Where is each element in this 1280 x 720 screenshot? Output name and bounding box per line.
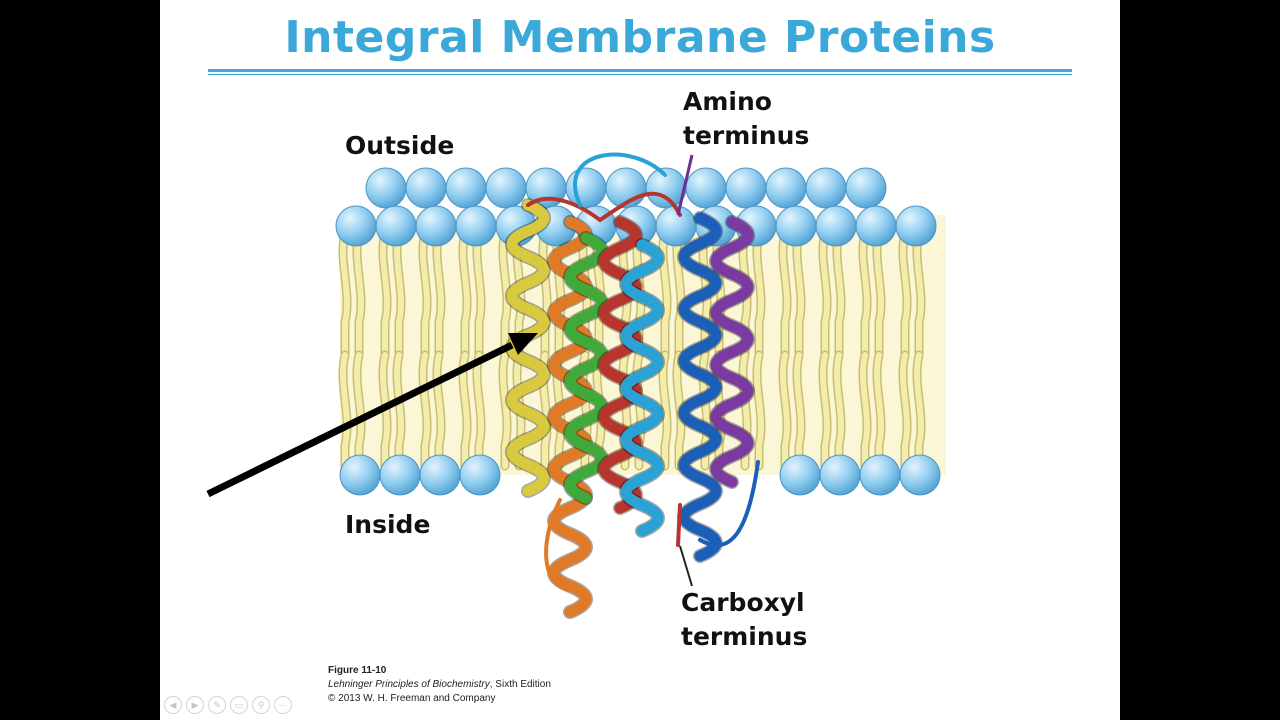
lipid-head	[365, 167, 407, 209]
lipid-tail-fill	[779, 352, 791, 469]
lipid-tail-fill	[393, 352, 405, 469]
lipid-tail-fill	[419, 229, 431, 358]
next-slide-icon[interactable]: ▶	[186, 696, 204, 714]
amino-terminus-pointer	[676, 154, 694, 216]
alpha-helix	[598, 216, 642, 514]
amino-line2: terminus	[683, 121, 810, 150]
lipid-tail-fill	[459, 229, 471, 358]
lipid-tail-fill	[339, 229, 351, 358]
carboxyl-line2: terminus	[681, 622, 808, 651]
more-options-icon[interactable]: ⋯	[274, 696, 292, 714]
previous-slide-icon[interactable]: ◀	[164, 696, 182, 714]
lipid-head	[725, 167, 767, 209]
lipid-head	[415, 205, 457, 247]
lipid-head	[775, 205, 817, 247]
loop-segment	[573, 152, 667, 207]
arrow-head-icon	[508, 333, 538, 355]
figure-number: Figure 11-10	[328, 665, 387, 676]
lipid-head	[335, 205, 377, 247]
copyright: © 2013 W. H. Freeman and Company	[328, 693, 496, 704]
lipid-tail-fill	[499, 229, 511, 358]
amino-line1: Amino	[683, 87, 772, 116]
lipid-head	[899, 454, 941, 496]
lipid-tail-fill	[779, 229, 791, 358]
slides-icon[interactable]: ▭	[230, 696, 248, 714]
lipid-tail-fill	[899, 352, 911, 469]
lipid-tail-fill	[339, 352, 351, 469]
lipid-head	[655, 205, 697, 247]
lipid-tail-fill	[859, 352, 871, 469]
inside-label: Inside	[345, 510, 431, 539]
lipid-tail-fill	[819, 229, 831, 358]
lipid-tail-fill	[659, 352, 671, 469]
loop-segment	[526, 191, 682, 223]
lipid-head	[895, 205, 937, 247]
alpha-helix	[564, 232, 608, 504]
pen-icon[interactable]: ✎	[208, 696, 226, 714]
lipid-head	[815, 205, 857, 247]
alpha-helix	[678, 212, 722, 562]
lipid-head	[805, 167, 847, 209]
figure-caption: Figure 11-10 Lehninger Principles of Bio…	[328, 664, 551, 706]
slideshow-controls: ◀▶✎▭⚲⋯	[164, 696, 292, 714]
carboxyl-line1: Carboxyl	[681, 588, 805, 617]
lipid-tail-fill	[659, 229, 671, 358]
alpha-helix	[620, 239, 664, 537]
lipid-head	[685, 167, 727, 209]
lipid-tail-fill	[859, 229, 871, 358]
outside-label: Outside	[345, 131, 455, 160]
lipid-head	[339, 454, 381, 496]
lipid-head	[765, 167, 807, 209]
protein-helices	[505, 152, 760, 619]
lipid-head	[859, 454, 901, 496]
title-rule	[208, 69, 1072, 72]
pointer-arrow	[206, 341, 514, 498]
lipid-head	[455, 205, 497, 247]
title-rule-thin	[208, 74, 1072, 75]
loop-segment	[544, 498, 572, 592]
lipid-tail-fill	[433, 352, 445, 469]
book-title: Lehninger Principles of Biochemistry	[328, 679, 490, 690]
slide-title: Integral Membrane Proteins	[284, 12, 996, 63]
lipid-head	[819, 454, 861, 496]
carboxyl-terminus-pointer	[679, 545, 693, 587]
lipid-tail-fill	[833, 352, 845, 469]
alpha-helix	[710, 216, 754, 488]
lipid-tail-fill	[899, 229, 911, 358]
lipid-head	[445, 167, 487, 209]
lipid-tail-fill	[499, 352, 511, 469]
loop-segment	[698, 460, 760, 548]
lipid-head	[379, 454, 421, 496]
lipid-head	[419, 454, 461, 496]
lipid-tail-fill	[353, 352, 365, 469]
lipid-tail-fill	[793, 352, 805, 469]
lipid-tail-fill	[873, 352, 885, 469]
carboxyl-terminus-label: Carboxyl terminus	[681, 586, 807, 654]
book-edition: , Sixth Edition	[489, 679, 551, 690]
lipid-tail-fill	[819, 352, 831, 469]
lipid-head	[485, 167, 527, 209]
lipid-tail-fill	[419, 352, 431, 469]
presentation-slide: Integral Membrane Proteins Outside Insid…	[160, 0, 1120, 720]
amino-terminus-label: Amino terminus	[683, 85, 809, 153]
loop-segment	[676, 503, 682, 547]
membrane-protein-diagram	[206, 152, 946, 619]
lipid-tail-fill	[673, 352, 685, 469]
lipid-head	[855, 205, 897, 247]
lipid-head	[405, 167, 447, 209]
lipid-head	[375, 205, 417, 247]
lipid-head	[845, 167, 887, 209]
book-line: Lehninger Principles of Biochemistry, Si…	[328, 678, 551, 692]
lipid-tail-fill	[753, 352, 765, 469]
lipid-tail-fill	[913, 352, 925, 469]
lipid-tail-fill	[379, 229, 391, 358]
lipid-head	[779, 454, 821, 496]
zoom-icon[interactable]: ⚲	[252, 696, 270, 714]
lipid-head	[459, 454, 501, 496]
